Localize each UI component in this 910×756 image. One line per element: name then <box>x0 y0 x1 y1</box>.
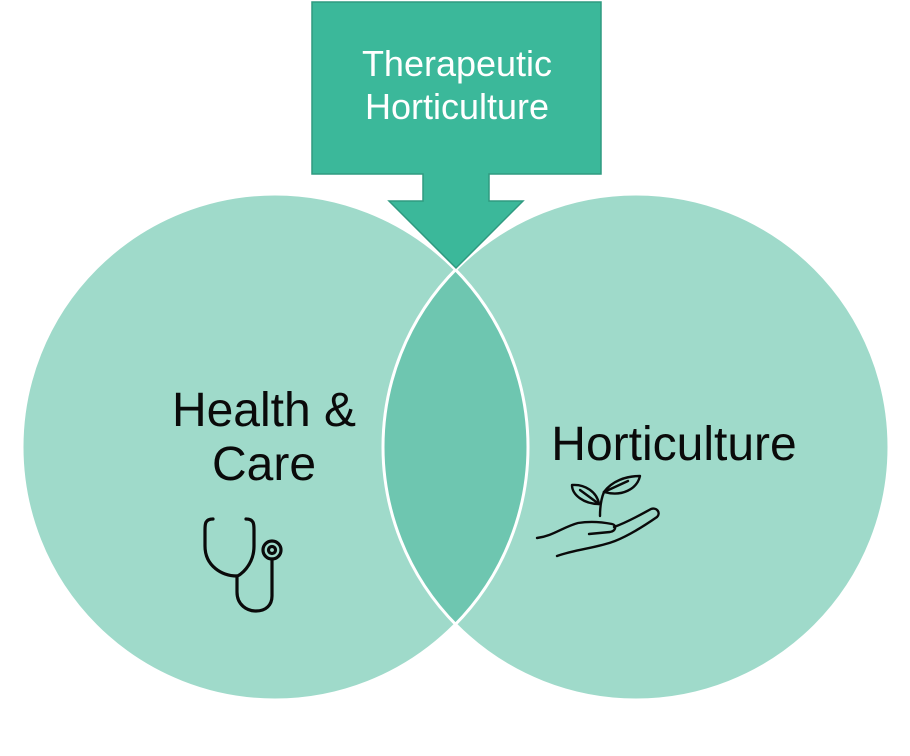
hand-plant-icon <box>535 474 660 558</box>
right-circle-label: Horticulture <box>551 418 797 471</box>
left-circle-label-line1: Health & <box>171 384 357 437</box>
top-arrow-label-line1: Therapeutic <box>361 43 553 84</box>
top-arrow-callout <box>311 1 602 270</box>
top-arrow-label-line2: Horticulture <box>364 86 550 128</box>
left-circle-label-line2: Care <box>211 437 317 491</box>
stethoscope-icon <box>203 517 283 613</box>
left-circle <box>22 194 528 700</box>
left-circle-label: Health & Care <box>84 384 444 492</box>
top-arrow-label: Therapeutic Horticulture <box>312 42 602 128</box>
right-circle <box>383 194 889 700</box>
